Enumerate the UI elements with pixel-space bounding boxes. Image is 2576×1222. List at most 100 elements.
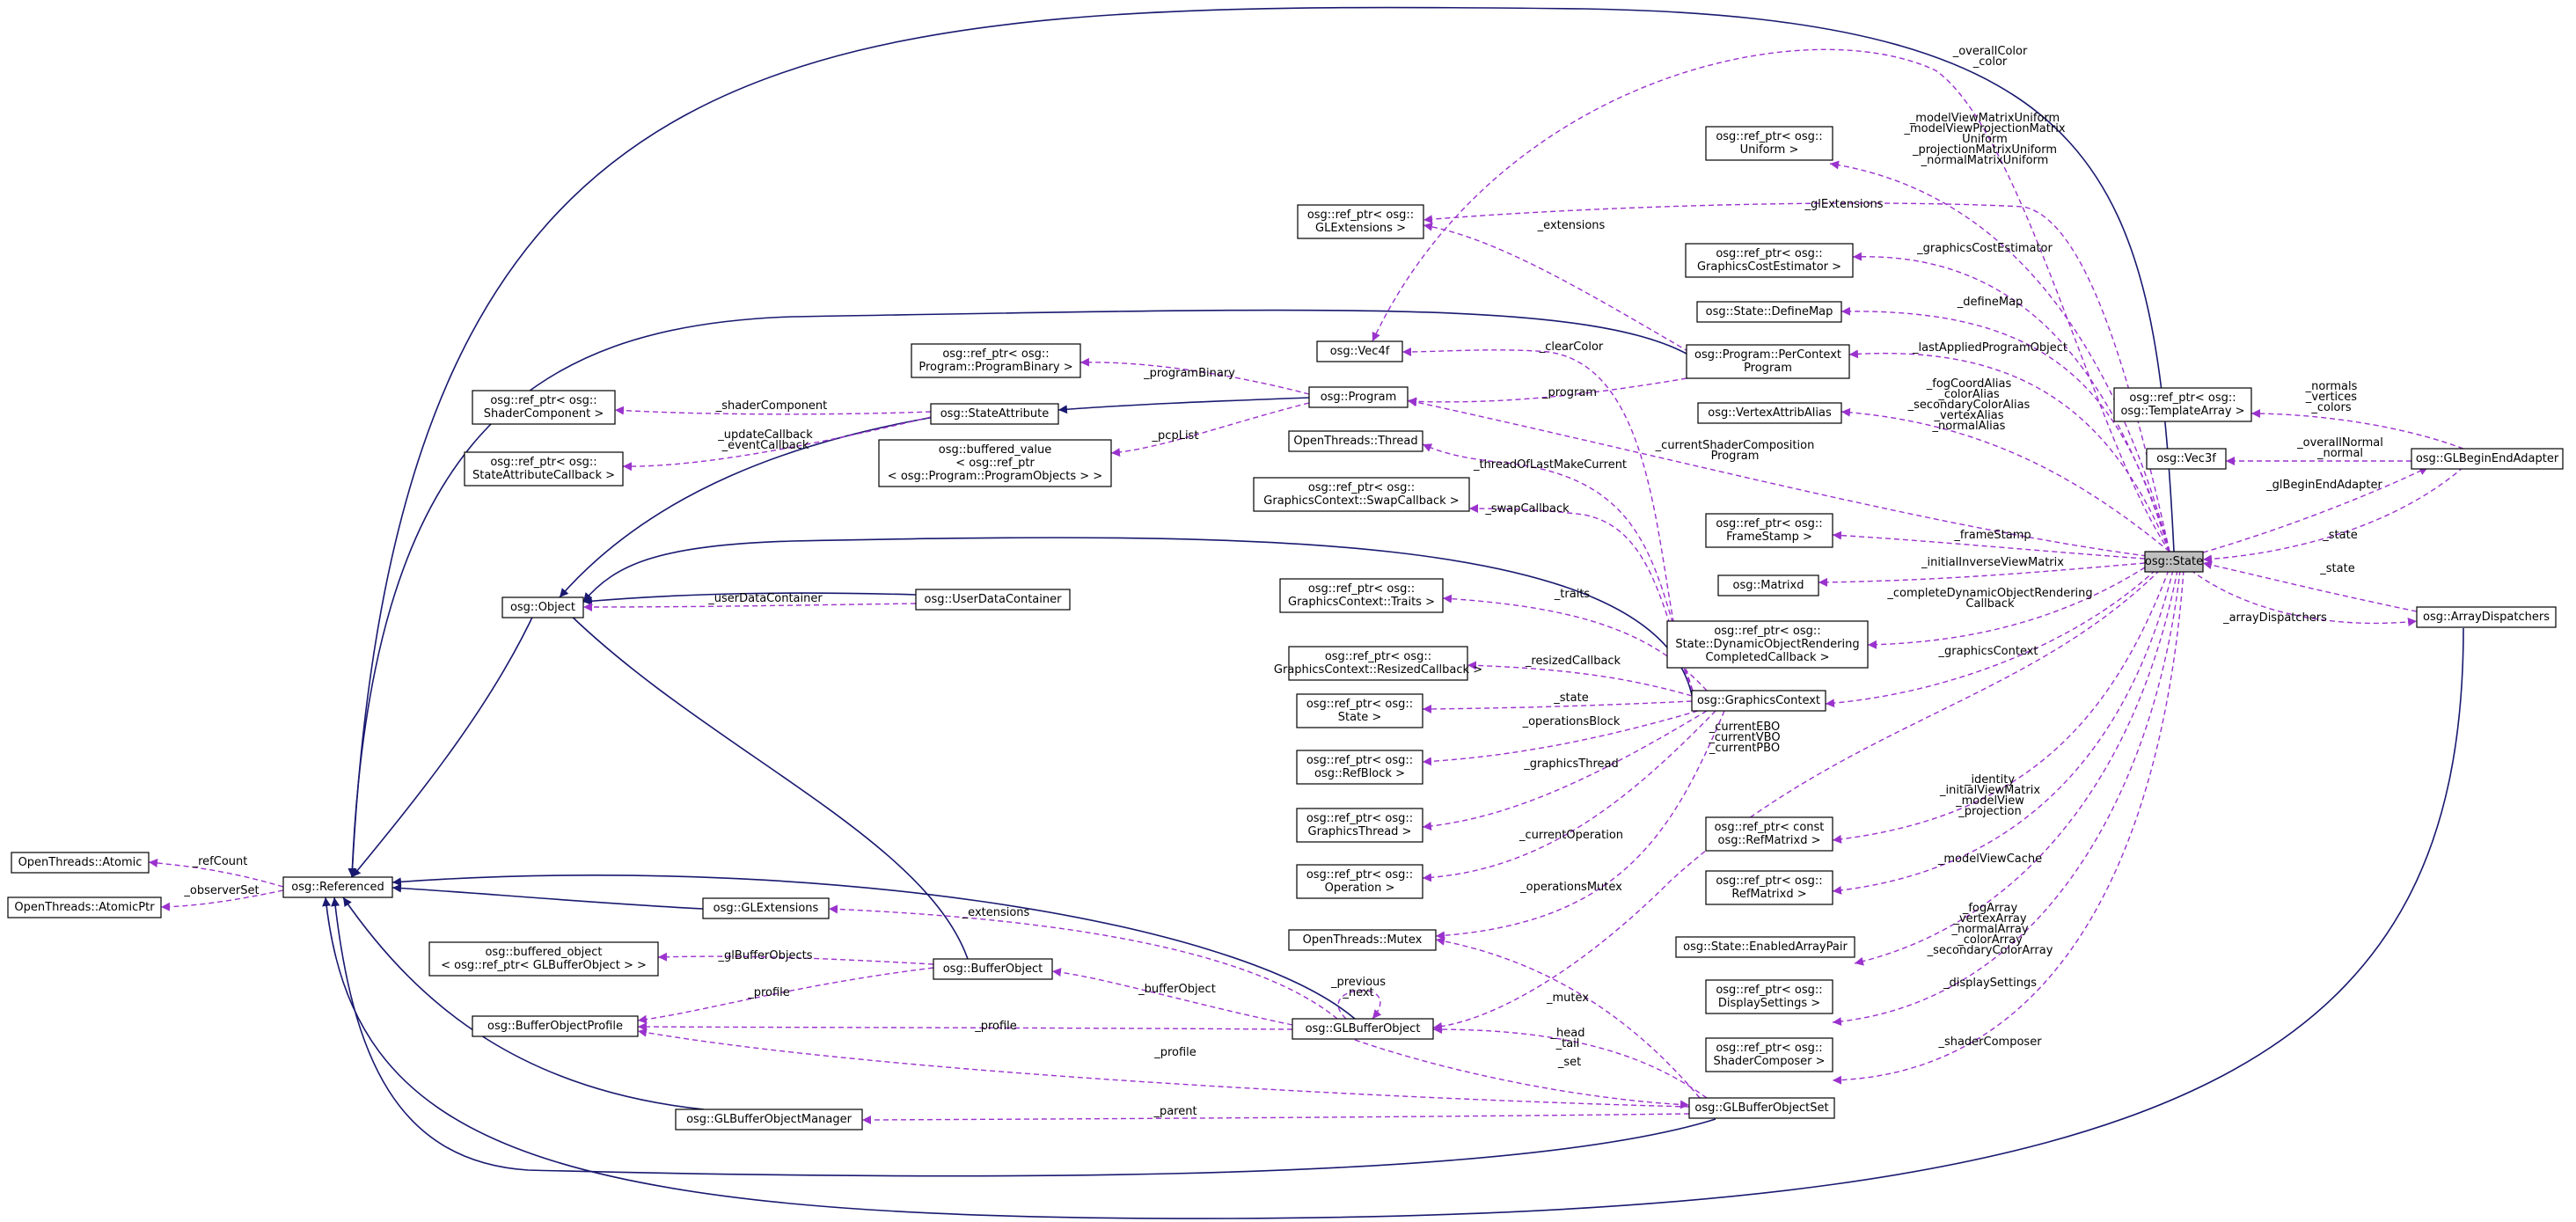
node-bufferobjectprofile[interactable]: osg::BufferObjectProfile: [472, 1015, 639, 1037]
node-box[interactable]: [2146, 448, 2227, 470]
node-refrefblock[interactable]: osg::ref_ptr< osg::osg::RefBlock >: [1296, 750, 1423, 785]
node-box[interactable]: [1717, 574, 1819, 596]
node-box[interactable]: [1297, 204, 1424, 239]
edge-mvmu: [1829, 160, 2170, 552]
node-refglext[interactable]: osg::ref_ptr< osg::GLExtensions >: [1297, 204, 1424, 239]
node-reftemplatearray[interactable]: osg::ref_ptr< osg::osg::TemplateArray >: [2113, 387, 2252, 422]
node-box[interactable]: [1253, 477, 1470, 512]
node-reftraits[interactable]: osg::ref_ptr< osg::GraphicsContext::Trai…: [1279, 578, 1444, 613]
node-box[interactable]: [2416, 606, 2557, 628]
edge-profile-bo: [637, 967, 934, 1024]
node-box[interactable]: [1288, 430, 1423, 452]
node-box[interactable]: [1288, 929, 1437, 951]
node-box[interactable]: [464, 451, 624, 487]
node-box[interactable]: [282, 876, 393, 898]
node-box[interactable]: [675, 1109, 863, 1131]
node-refrefmatrix[interactable]: osg::ref_ptr< osg::RefMatrixd >: [1705, 870, 1833, 905]
node-box[interactable]: [2144, 551, 2204, 573]
node-refgraphicsthread[interactable]: osg::ref_ptr< osg::GraphicsThread >: [1296, 808, 1423, 843]
node-box[interactable]: [1705, 513, 1833, 548]
edge-label-programbinary: _programBinary: [1143, 367, 1235, 380]
node-box[interactable]: [1296, 750, 1423, 785]
node-refdynamic[interactable]: osg::ref_ptr< osg::State::DynamicObjectR…: [1666, 620, 1869, 669]
node-definemap[interactable]: osg::State::DefineMap: [1696, 301, 1842, 323]
node-atomic[interactable]: OpenThreads::Atomic: [11, 852, 150, 874]
node-referenced[interactable]: osg::Referenced: [282, 876, 393, 898]
node-vertexattribalias[interactable]: osg::VertexAttribAlias: [1697, 402, 1842, 424]
node-box[interactable]: [1288, 646, 1468, 681]
node-box[interactable]: [1685, 243, 1854, 278]
node-box[interactable]: [1296, 864, 1423, 899]
node-matrixd[interactable]: osg::Matrixd: [1717, 574, 1819, 596]
node-refshadercomposer[interactable]: osg::ref_ptr< osg::ShaderComposer >: [1705, 1037, 1833, 1072]
node-refdisplaysettings[interactable]: osg::ref_ptr< osg::DisplaySettings >: [1705, 979, 1833, 1014]
node-refresized[interactable]: osg::ref_ptr< osg::GraphicsContext::Resi…: [1274, 646, 1482, 681]
node-box[interactable]: [1691, 690, 1826, 712]
node-box[interactable]: [930, 403, 1059, 425]
node-box[interactable]: [7, 896, 162, 918]
node-mutex[interactable]: OpenThreads::Mutex: [1288, 929, 1437, 951]
node-glbeginendadapter[interactable]: osg::GLBeginEndAdapter: [2411, 448, 2564, 470]
node-box[interactable]: [11, 852, 150, 874]
node-vec3f[interactable]: osg::Vec3f: [2146, 448, 2227, 470]
node-glbufferobjectmanager[interactable]: osg::GLBufferObjectManager: [675, 1109, 863, 1131]
node-box[interactable]: [933, 958, 1053, 980]
node-box[interactable]: [1666, 620, 1869, 669]
node-box[interactable]: [501, 596, 584, 618]
node-glbufferobject[interactable]: osg::GLBufferObject: [1292, 1018, 1434, 1040]
node-box[interactable]: [915, 589, 1071, 611]
node-refstate[interactable]: osg::ref_ptr< osg::State >: [1296, 693, 1423, 728]
node-box[interactable]: [472, 390, 616, 425]
node-stateattribute[interactable]: osg::StateAttribute: [930, 403, 1059, 425]
node-box[interactable]: [1705, 870, 1833, 905]
node-box[interactable]: [1296, 693, 1423, 728]
node-box[interactable]: [1279, 578, 1444, 613]
node-refgce[interactable]: osg::ref_ptr< osg::GraphicsCostEstimator…: [1685, 243, 1854, 278]
node-enabledarraypair[interactable]: osg::State::EnabledArrayPair: [1675, 936, 1855, 958]
node-vec4f[interactable]: osg::Vec4f: [1316, 340, 1403, 362]
node-box[interactable]: [911, 343, 1081, 378]
node-box[interactable]: [702, 897, 830, 919]
node-box[interactable]: [1697, 402, 1842, 424]
node-box[interactable]: [1705, 979, 1833, 1014]
node-box[interactable]: [428, 941, 659, 977]
node-box[interactable]: [1308, 386, 1409, 408]
node-bufferedvalue[interactable]: osg::buffered_value< osg::ref_ptr< osg::…: [878, 439, 1112, 487]
node-thread[interactable]: OpenThreads::Thread: [1288, 430, 1423, 452]
node-refoperation[interactable]: osg::ref_ptr< osg::Operation >: [1296, 864, 1423, 899]
node-box[interactable]: [1705, 1037, 1833, 1072]
node-box[interactable]: [878, 439, 1112, 487]
node-userdatacontainer[interactable]: osg::UserDataContainer: [915, 589, 1071, 611]
node-refuniform[interactable]: osg::ref_ptr< osg::Uniform >: [1705, 126, 1833, 161]
node-arraydispatchers[interactable]: osg::ArrayDispatchers: [2416, 606, 2557, 628]
node-bufferobject[interactable]: osg::BufferObject: [933, 958, 1053, 980]
node-box[interactable]: [1675, 936, 1855, 958]
inh-udc-object: [582, 592, 917, 606]
node-graphicscontext[interactable]: osg::GraphicsContext: [1691, 690, 1826, 712]
node-box[interactable]: [1696, 301, 1842, 323]
node-atomicptr[interactable]: OpenThreads::AtomicPtr: [7, 896, 162, 918]
node-box[interactable]: [1705, 126, 1833, 161]
node-bufferedobject[interactable]: osg::buffered_object< osg::ref_ptr< GLBu…: [428, 941, 659, 977]
node-box[interactable]: [2113, 387, 2252, 422]
node-box[interactable]: [1296, 808, 1423, 843]
node-state[interactable]: osg::State: [2144, 551, 2204, 573]
node-box[interactable]: [1688, 1097, 1835, 1119]
node-refframestamp[interactable]: osg::ref_ptr< osg::FrameStamp >: [1705, 513, 1833, 548]
node-box[interactable]: [1292, 1018, 1434, 1040]
node-refshadercomp[interactable]: osg::ref_ptr< osg::ShaderComponent >: [472, 390, 616, 425]
node-box[interactable]: [1686, 344, 1850, 379]
node-box[interactable]: [1705, 816, 1833, 852]
node-program[interactable]: osg::Program: [1308, 386, 1409, 408]
node-box[interactable]: [1316, 340, 1403, 362]
node-refsacallback[interactable]: osg::ref_ptr< osg::StateAttributeCallbac…: [464, 451, 624, 487]
node-refswap[interactable]: osg::ref_ptr< osg::GraphicsContext::Swap…: [1253, 477, 1470, 512]
node-glextensions[interactable]: osg::GLExtensions: [702, 897, 830, 919]
node-box[interactable]: [472, 1015, 639, 1037]
node-refprogbinary[interactable]: osg::ref_ptr< osg::Program::ProgramBinar…: [911, 343, 1081, 378]
node-object[interactable]: osg::Object: [501, 596, 584, 618]
node-box[interactable]: [2411, 448, 2564, 470]
node-glbufferobjectset[interactable]: osg::GLBufferObjectSet: [1688, 1097, 1835, 1119]
